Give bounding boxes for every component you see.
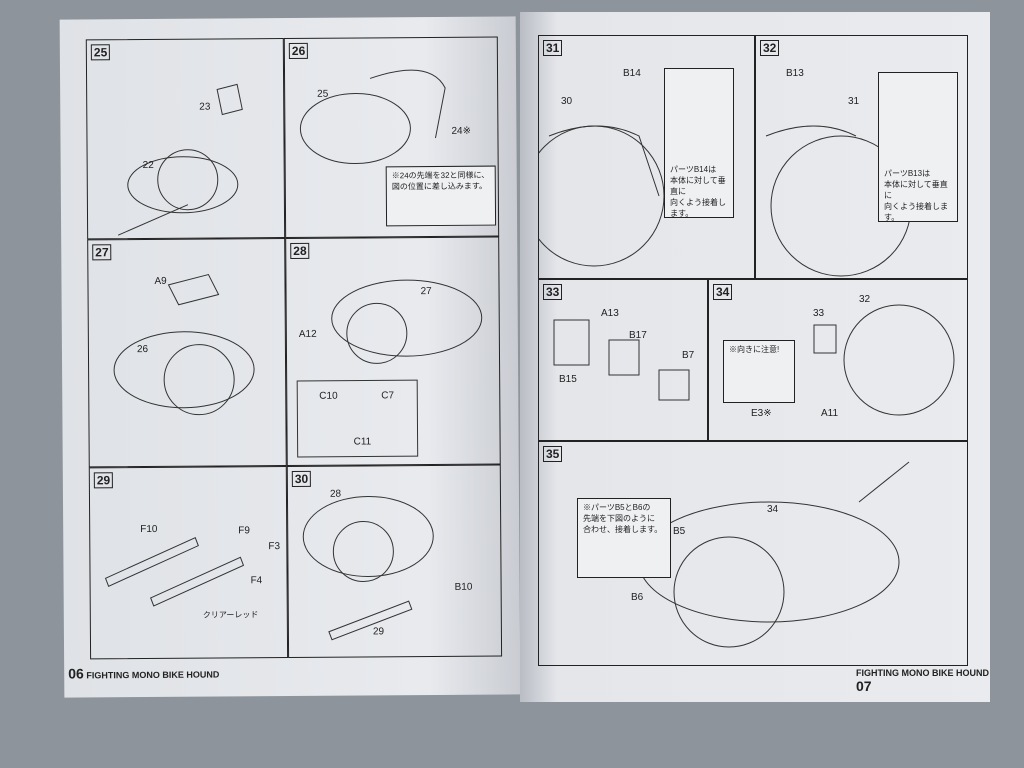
part-label: F9 [238,525,250,537]
step-26: 26 25 24※ ※24の先端を32と同様に、図の位置に差し込みます。 [283,36,500,239]
part-label: A12 [298,328,317,340]
step-33: 33 A13 B17 B7 B15 [538,279,708,441]
part-label: 25 [317,88,329,100]
step-25: 25 23 22 [85,38,286,240]
part-label: 30 [561,96,573,107]
step-number: 34 [713,284,733,300]
part-label: C11 [353,436,372,448]
page-footer: 06 FIGHTING MONO BIKE HOUND [68,665,220,682]
step-number: 31 [543,40,563,56]
part-label: 34 [767,504,779,515]
part-label: C10 [319,390,338,402]
assembly-note: ※向きに注意! [723,340,795,403]
part-label: 32 [859,294,871,305]
step-number: 35 [543,446,563,462]
part-label: 23 [199,101,211,113]
step-30: 30 28 B10 29 [286,464,503,659]
step-number: 32 [760,40,780,56]
assembly-note: パーツB14は本体に対して垂直に向くよう接着します。 [664,68,734,218]
parts-illustration [104,536,245,607]
part-label: A13 [601,308,619,319]
step-28: 28 27 A12 C10 C7 C11 [285,236,501,467]
part-label: C7 [381,390,395,402]
step-34: 34 33 32 E3※ A11 ※向きに注意! [708,279,968,441]
page-footer: FIGHTING MONO BIKE HOUND 07 [856,668,989,694]
part-label: E3※ [751,408,772,419]
part-label: F4 [250,575,263,587]
part-label: 29 [372,626,385,638]
part-label: F3 [268,541,281,553]
step-32: 32 B13 31 パーツB13は本体に対して垂直に向くよう接着します。 [755,35,968,279]
part-label: B14 [623,68,641,79]
part-label: A9 [154,275,167,287]
bike-illustration [117,83,243,236]
part-label: B10 [454,581,473,593]
part-label: 31 [848,96,860,107]
part-label: 27 [420,286,432,298]
bike-illustration [813,304,955,416]
left-page: 25 23 22 26 25 24※ ※24の先端を32と同様に、図の位置に差し… [59,16,521,698]
part-label: 26 [136,343,149,356]
step-29: 29 F10 F9 F3 F4 クリアーレッド [88,466,289,660]
bike-illustration [296,279,483,458]
step-number: 33 [543,284,563,300]
parts-illustration [553,319,690,401]
part-label: 33 [813,308,825,319]
part-label: 22 [142,159,154,172]
bike-illustration [113,273,255,416]
assembly-note: ※24の先端を32と同様に、図の位置に差し込みます。 [385,165,497,227]
bike-illustration [302,495,434,641]
step-27: 27 A9 26 [87,238,287,468]
part-label: B6 [631,592,644,603]
assembly-note: パーツB13は本体に対して垂直に向くよう接着します。 [878,72,958,222]
part-label: B13 [786,68,804,79]
part-label: A11 [821,408,839,419]
assembly-note: ※パーツB5とB6の先端を下図のように合わせ、接着します。 [577,498,671,578]
step-31: 31 B14 30 パーツB14は本体に対して垂直に向くよう接着します。 [538,35,755,279]
part-label: B7 [682,350,695,361]
part-label: B15 [559,374,577,385]
bike-illustration [299,69,446,165]
part-label: F10 [140,523,158,536]
part-label: B5 [673,526,686,537]
right-page: 31 B14 30 パーツB14は本体に対して垂直に向くよう接着します。 32 … [520,12,990,702]
step-35: 35 34 B5 B6 ※パーツB5とB6の先端を下図のように合わせ、接着します… [538,441,968,666]
part-label: B17 [629,330,647,341]
part-label: 28 [329,488,342,500]
part-label: クリアーレッド [202,610,259,620]
part-label: 24※ [451,125,471,137]
